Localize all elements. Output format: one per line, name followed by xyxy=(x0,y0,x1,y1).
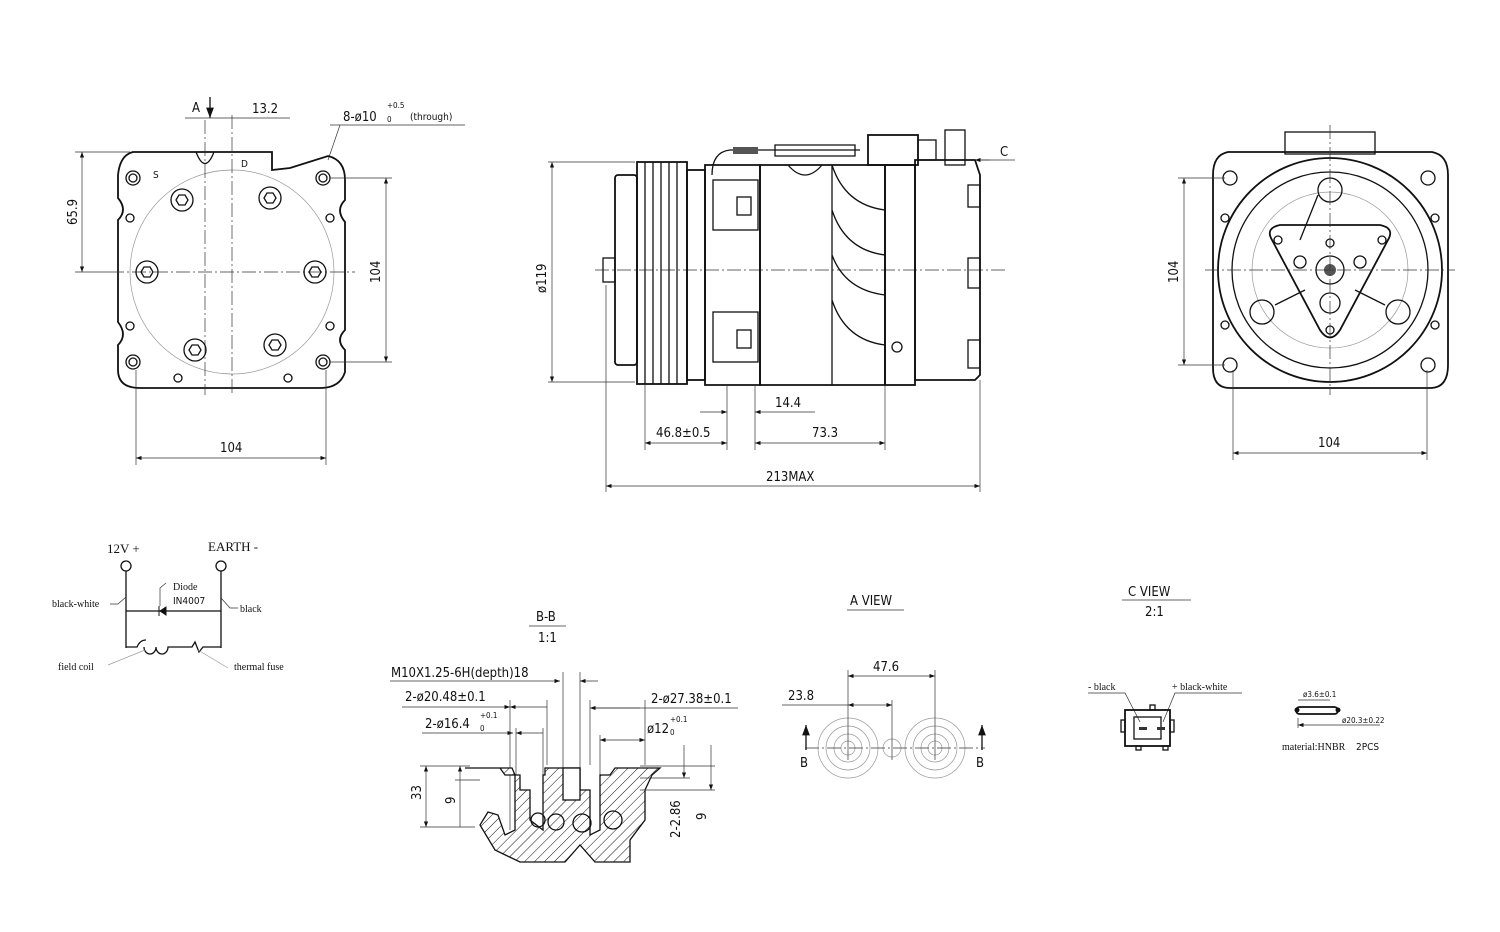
pulley-hub xyxy=(686,169,706,381)
front-port-notch xyxy=(195,151,215,165)
section-hatched-body xyxy=(465,767,662,863)
body-ribs xyxy=(831,164,886,385)
holes-suffix: (through) xyxy=(410,112,452,123)
bore-4-lower: 0 xyxy=(670,728,675,737)
cylinder-body xyxy=(759,164,886,386)
dim-front-width: 104 xyxy=(220,441,242,456)
dim-top-to-center: 65.9 xyxy=(66,199,81,225)
dim-total-length: 213MAX xyxy=(766,470,814,485)
bore-1: 2-ø20.48±0.1 xyxy=(405,690,486,705)
pin-minus xyxy=(1139,727,1147,730)
shaft-nut xyxy=(602,257,616,283)
dim-port-spacing: 47.6 xyxy=(873,660,899,675)
view-arrow-a-label: A xyxy=(192,101,200,116)
holes-tol-lower: 0 xyxy=(387,115,392,124)
label-positive: 12V + xyxy=(107,541,140,556)
dim-rear-height: 104 xyxy=(1167,261,1182,283)
dim-front-height: 104 xyxy=(369,261,384,283)
rear-view: 104 104 xyxy=(1167,125,1455,460)
dim-offset: 13.2 xyxy=(252,102,278,117)
dim-pulley-width: 46.8±0.5 xyxy=(656,426,710,441)
section-title: B-B xyxy=(536,610,556,625)
diode-symbol xyxy=(158,606,167,616)
a-view: A VIEW 47.6 23.8 B B xyxy=(782,594,986,779)
label-s: S xyxy=(153,170,159,181)
dim-pulley-diameter: ø119 xyxy=(535,264,550,293)
oring-diameter: ø20.3±0.22 xyxy=(1342,716,1384,725)
body-fitting xyxy=(787,164,823,176)
pin-plus xyxy=(1157,727,1165,730)
dim-right-9: 9 xyxy=(695,813,710,820)
cable-spring xyxy=(774,144,856,157)
dim-chamfer: 2-2.86 xyxy=(669,800,684,838)
coil-cable xyxy=(711,149,860,176)
bore-4-upper: +0.1 xyxy=(670,715,687,724)
rear-housing xyxy=(1212,151,1449,389)
oring-quantity: 2PCS xyxy=(1356,742,1379,753)
thread-note: M10X1.25-6H(depth)18 xyxy=(391,666,529,681)
rear-mounting-holes xyxy=(1220,170,1440,373)
bore-3: 2-ø27.38±0.1 xyxy=(651,692,732,707)
label-earth: EARTH - xyxy=(208,539,258,554)
dim-depth: 33 xyxy=(410,785,425,800)
rear-head-flange xyxy=(884,164,916,386)
dim-rear-width: 104 xyxy=(1318,436,1340,451)
front-housing xyxy=(117,151,346,389)
positive-terminal xyxy=(120,560,132,572)
c-view: C VIEW 2:1 - black + black-white ø3.6±0.… xyxy=(1088,585,1384,753)
bore-2: 2-ø16.4 xyxy=(425,717,470,732)
section-mark-right: B xyxy=(976,756,984,771)
dim-body-length: 73.3 xyxy=(812,426,838,441)
earth-terminal xyxy=(215,560,227,572)
label-thermal-fuse: thermal fuse xyxy=(234,662,284,673)
bore-2-upper: +0.1 xyxy=(480,711,497,720)
view-arrow-c-label: C xyxy=(1000,145,1008,160)
front-head-boss-top xyxy=(712,179,759,231)
holes-tol-upper: +0.5 xyxy=(387,101,404,110)
section-mark-left: B xyxy=(800,756,808,771)
label-black: black xyxy=(240,604,262,615)
o-ring xyxy=(1295,706,1339,715)
side-view: C ø119 14.4 46.8±0.5 73.3 213MAX xyxy=(535,129,1015,492)
bore-2-lower: 0 xyxy=(480,724,485,733)
oring-material: material:HNBR xyxy=(1282,742,1346,753)
connector xyxy=(867,134,919,166)
dim-gap: 14.4 xyxy=(775,396,801,411)
holes-note: 8-ø10 xyxy=(343,110,377,125)
leader-holes-tip xyxy=(327,124,341,161)
oring-section: ø3.6±0.1 xyxy=(1303,690,1336,699)
section-bb: B-B 1:1 M10X1.25-6H(depth)18 2-ø20.48±0.… xyxy=(390,610,738,863)
label-diode: Diode xyxy=(173,582,198,593)
cable-sleeve xyxy=(733,147,758,154)
c-view-title: C VIEW xyxy=(1128,585,1171,600)
label-diode-part: IN4007 xyxy=(173,596,205,607)
pulley-grooves xyxy=(644,162,678,384)
pin-minus-label: - black xyxy=(1088,682,1116,693)
coil-and-fuse xyxy=(126,639,221,655)
armature-plate xyxy=(1268,224,1392,339)
pin-plus-label: + black-white xyxy=(1172,682,1228,693)
front-head-boss-bottom xyxy=(712,311,759,363)
bore-4: ø12 xyxy=(647,722,669,737)
label-black-white: black-white xyxy=(52,599,100,610)
front-view: A 13.2 8-ø10 +0.5 0 (through) S D xyxy=(66,97,465,465)
dim-left-9: 9 xyxy=(444,797,459,804)
dim-half-spacing: 23.8 xyxy=(788,689,814,704)
front-bolts xyxy=(135,186,327,362)
a-view-title: A VIEW xyxy=(850,594,893,609)
section-scale: 1:1 xyxy=(538,631,557,646)
wiring-diagram: 12V + EARTH - Diode IN4007 black-white b… xyxy=(52,539,284,673)
threaded-hole xyxy=(562,767,581,801)
c-view-scale: 2:1 xyxy=(1145,605,1164,620)
label-d: D xyxy=(241,159,248,170)
label-field-coil: field coil xyxy=(58,662,94,673)
